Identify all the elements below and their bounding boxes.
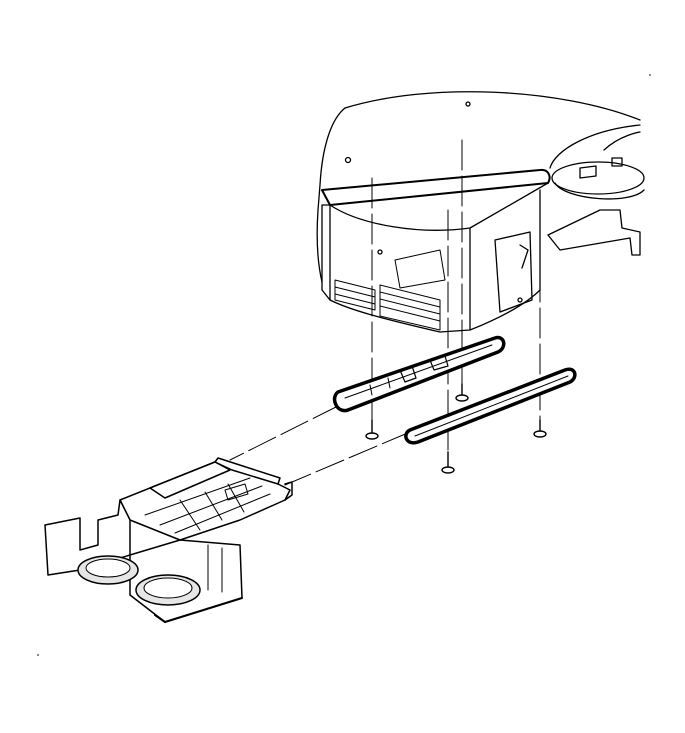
alignment-line xyxy=(284,431,411,486)
tray-rib-edge xyxy=(214,457,281,485)
upper-shell-top-edge xyxy=(344,91,641,121)
screw-fastener xyxy=(533,419,547,438)
mount-hole xyxy=(465,101,471,107)
screw-fasteners xyxy=(365,383,547,474)
shell-front-lip xyxy=(321,168,551,206)
tray-end-tab xyxy=(284,481,293,501)
rail-rib xyxy=(369,377,391,396)
rail-clip xyxy=(429,355,449,371)
front-mounting-rail xyxy=(404,367,577,445)
tire-well-rim xyxy=(549,124,641,169)
screw-fastener xyxy=(365,419,379,440)
rail-inner-edge xyxy=(414,375,569,437)
shell-left-wall xyxy=(321,204,331,301)
mount-hole xyxy=(344,156,352,164)
rail-body xyxy=(332,335,506,413)
mount-hole xyxy=(517,297,523,303)
tire-well xyxy=(551,161,645,195)
center-mounting-rail xyxy=(332,335,506,413)
right-inner-bracket xyxy=(494,231,533,313)
rail-clip xyxy=(399,365,417,383)
tire-well-lower xyxy=(554,182,645,200)
rail-inner-edge xyxy=(344,344,493,399)
mount-hole xyxy=(377,249,383,255)
tire-well-upper xyxy=(603,131,641,151)
well-plug xyxy=(611,157,623,167)
tray-bin-ribs xyxy=(207,544,223,593)
well-bolt xyxy=(579,165,597,179)
tray-partitions xyxy=(144,477,271,534)
bracket-clip xyxy=(519,244,529,269)
speck xyxy=(37,654,39,656)
upper-shell-outline xyxy=(316,107,346,283)
floor-extension xyxy=(547,209,641,256)
tray-bottom-edge xyxy=(154,597,243,623)
rear-floor-tray xyxy=(44,457,293,623)
tray-rib xyxy=(149,461,231,499)
screw-fastener xyxy=(455,383,469,402)
screw-fastener xyxy=(441,451,455,474)
vent-grille xyxy=(334,249,446,331)
speck xyxy=(649,74,651,76)
underside-lower-edge xyxy=(329,289,541,333)
vehicle-underbody-assembly xyxy=(316,91,645,333)
alignment-line xyxy=(229,404,341,461)
